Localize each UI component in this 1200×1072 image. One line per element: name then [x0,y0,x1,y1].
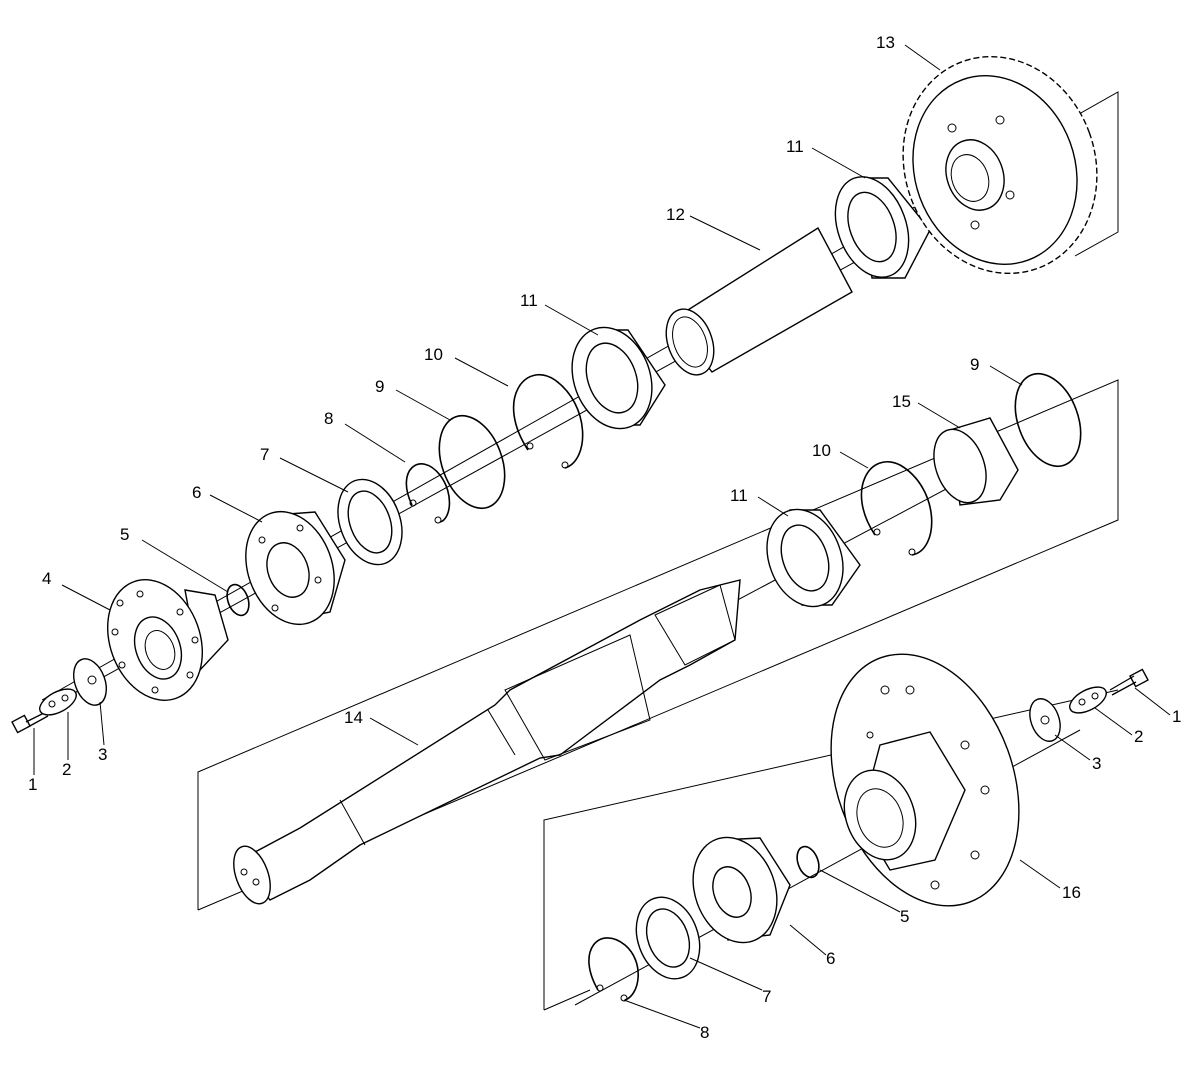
callout-8-lower: 8 [700,1023,709,1042]
snap-ring-part-10-middle [860,461,933,556]
callout-1-right: 1 [1172,707,1181,726]
callout-2-left: 2 [62,760,71,779]
cover-part-6 [245,510,346,626]
lock-plate-part-2 [39,688,77,716]
callout-7-lower: 7 [762,987,771,1006]
callout-9-middle: 9 [970,355,979,374]
snap-ring-part-8 [405,463,451,524]
gear-part-13 [902,55,1098,275]
ring-part-9-upper [438,414,506,510]
washer-part-3-right [1029,698,1061,742]
callout-labels: 1 2 3 4 5 6 7 8 9 10 11 12 11 13 14 9 15… [28,33,1181,1042]
callout-11-upper-right: 11 [786,137,804,156]
bearing-part-11-middle [766,508,861,608]
flange-part-16 [830,653,1020,907]
sleeve-part-15 [933,417,1019,506]
bolt-part-1 [11,711,49,734]
callout-5-lower: 5 [900,907,909,926]
cover-part-6-lower [692,836,791,944]
seal-part-7-lower [635,896,701,980]
washer-part-3 [72,658,108,706]
callout-15: 15 [892,392,911,411]
middle-panel-outline [197,379,1119,911]
bearing-part-11-upper-left [571,326,666,430]
callout-12: 12 [666,205,685,224]
callout-9-upper: 9 [375,377,384,396]
snap-ring-part-10-upper [512,374,584,469]
seal-part-7 [337,478,403,566]
callout-10-upper: 10 [424,345,443,364]
callout-6-lower: 6 [826,949,835,968]
callout-11-middle: 11 [730,486,748,505]
flange-part-4 [106,579,229,701]
bolt-part-1-right [1109,668,1149,696]
callout-11-upper-left: 11 [520,291,538,310]
callout-6-upper: 6 [192,483,201,502]
callout-7-upper: 7 [260,445,269,464]
callout-16: 16 [1062,883,1081,902]
callout-13: 13 [876,33,895,52]
o-ring-part-5-lower [796,845,820,879]
callout-3-left: 3 [98,745,107,764]
shaft-part-14 [233,579,741,905]
ring-part-9-middle [1014,372,1082,468]
snap-ring-part-8-lower [588,937,639,1002]
lock-plate-part-2-right [1069,686,1107,714]
callout-14: 14 [344,708,363,727]
sleeve-part-12 [665,227,853,376]
bearing-part-11-upper-right [834,176,931,279]
callout-3-right: 3 [1092,754,1101,773]
callout-8-upper: 8 [324,409,333,428]
callout-4: 4 [42,569,51,588]
callout-2-right: 2 [1134,727,1143,746]
callout-5-upper: 5 [120,525,129,544]
callout-10-middle: 10 [812,441,831,460]
o-ring-part-5 [226,583,250,617]
callout-1-left: 1 [28,775,37,794]
leader-lines [33,44,1171,1029]
